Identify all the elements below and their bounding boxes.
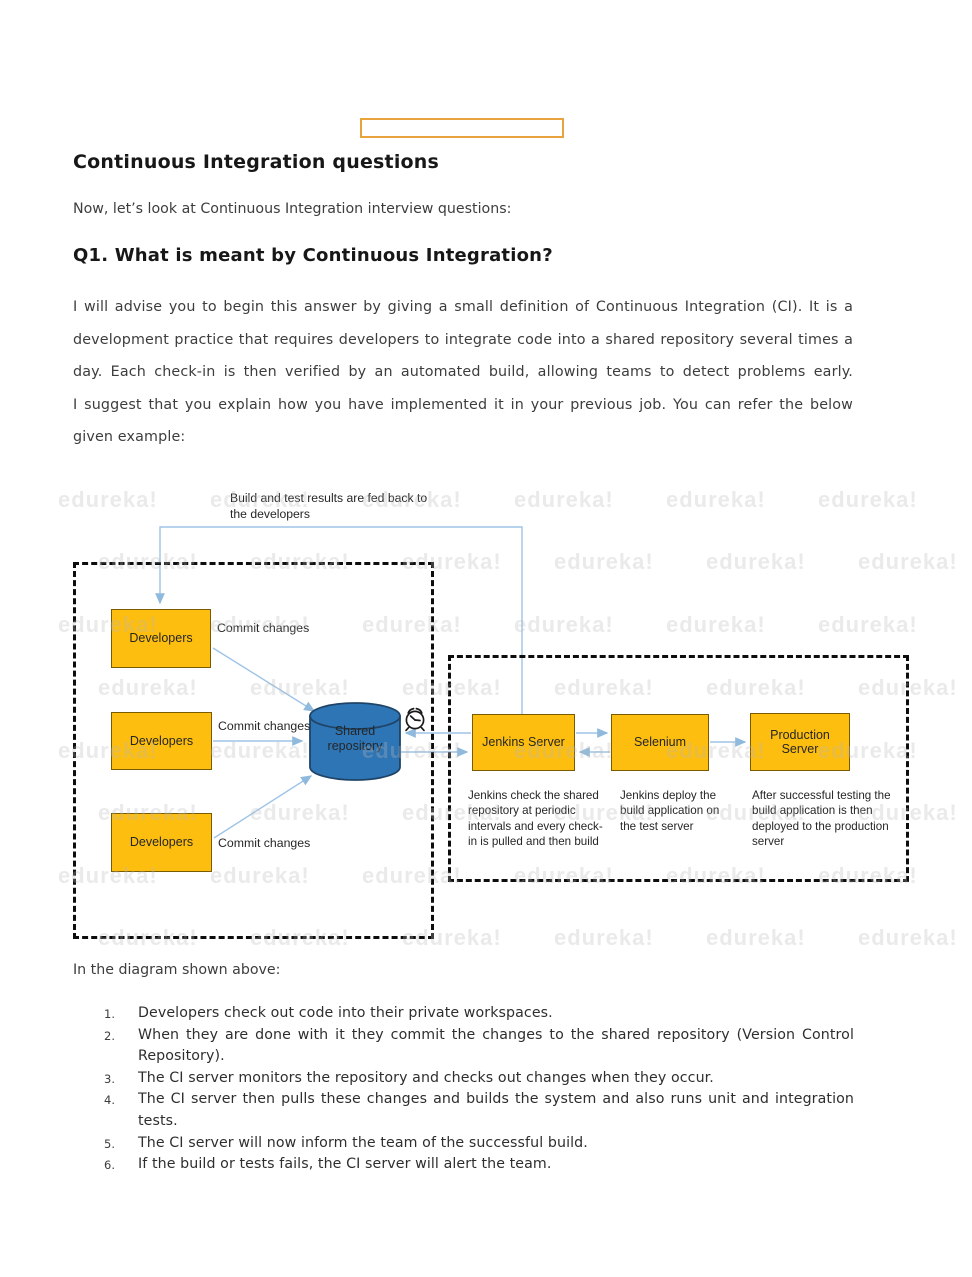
- commit-arrow-1: [212, 647, 316, 712]
- feedback-label: Build and test results are fed back to t…: [230, 491, 428, 521]
- list-item-text: The CI server monitors the repository an…: [138, 1069, 714, 1086]
- alarm-clock-icon: [405, 707, 425, 732]
- answer-paragraph-1: I will advise you to begin this answer b…: [73, 299, 853, 380]
- jenkins-description: Jenkins check the shared repository at p…: [468, 789, 603, 848]
- page-title: Continuous Integration questions: [73, 151, 440, 173]
- developers-label: Developers: [129, 835, 194, 850]
- list-item-text: The CI server then pulls these changes a…: [138, 1091, 854, 1129]
- production-server-box: Production Server: [750, 713, 850, 771]
- feedback-arrow: [155, 526, 523, 714]
- commit-changes-label-3: Commit changes: [218, 836, 311, 850]
- developers-label: Developers: [129, 631, 193, 646]
- highlight-box: [360, 118, 564, 138]
- selenium-label: Selenium: [633, 735, 687, 750]
- list-item-text: The CI server will now inform the team o…: [138, 1134, 588, 1151]
- developers-box-1: Developers: [111, 609, 211, 668]
- list-item-text: When they are done with it they commit t…: [138, 1026, 854, 1065]
- list-item: 2. When they are done with it they commi…: [73, 1025, 854, 1068]
- servers-group-frame: [448, 655, 909, 882]
- answer-paragraphs: I will advise you to begin this answer b…: [73, 291, 853, 454]
- production-server-label: Production Server: [770, 727, 830, 757]
- developers-group-frame: [73, 562, 434, 939]
- list-item-number: 5.: [104, 1136, 116, 1151]
- list-item-text: If the build or tests fails, the CI serv…: [138, 1156, 552, 1173]
- ci-workflow-diagram: Developers Developers Developers Jenkins…: [0, 485, 972, 955]
- developers-label: Developers: [129, 733, 194, 748]
- intro-text: Now, let’s look at Continuous Integratio…: [73, 201, 512, 217]
- list-item-number: 1.: [104, 1007, 116, 1021]
- question-heading: Q1. What is meant by Continuous Integrat…: [73, 245, 553, 266]
- list-item: 6. If the build or tests fails, the CI s…: [73, 1154, 854, 1176]
- list-item: 3. The CI server monitors the repository…: [73, 1068, 854, 1090]
- production-description: After successful testing the build appli…: [752, 789, 891, 848]
- jenkins-server-label: Jenkins Server: [482, 735, 565, 750]
- list-item-text: Developers check out code into their pri…: [138, 1005, 553, 1021]
- list-item-number: 6.: [104, 1158, 116, 1173]
- shared-repository-cylinder: [309, 702, 401, 781]
- list-item: 4. The CI server then pulls these change…: [73, 1089, 854, 1132]
- ci-steps-list: 1. Developers check out code into their …: [73, 1003, 854, 1176]
- commit-changes-label-1: Commit changes: [217, 621, 310, 635]
- diagram-connectors: [155, 526, 747, 839]
- answer-paragraph-2: I suggest that you explain how you have …: [73, 396, 853, 446]
- selenium-description: Jenkins deploy the build application on …: [620, 789, 720, 833]
- diagram-caption: In the diagram shown above:: [73, 962, 281, 978]
- jenkins-server-box: Jenkins Server: [472, 714, 575, 771]
- list-item-number: 3.: [104, 1071, 116, 1086]
- list-item-number: 4.: [104, 1093, 116, 1108]
- commit-changes-label-2: Commit changes: [218, 719, 311, 733]
- list-item: 5. The CI server will now inform the tea…: [73, 1133, 854, 1155]
- list-item-number: 2.: [104, 1028, 116, 1043]
- list-item: 1. Developers check out code into their …: [73, 1003, 854, 1025]
- selenium-box: Selenium: [611, 714, 709, 771]
- developers-box-3: Developers: [111, 813, 212, 872]
- developers-box-2: Developers: [111, 712, 212, 770]
- shared-repository-label: Shared repository: [327, 724, 383, 753]
- commit-arrow-3: [213, 775, 313, 839]
